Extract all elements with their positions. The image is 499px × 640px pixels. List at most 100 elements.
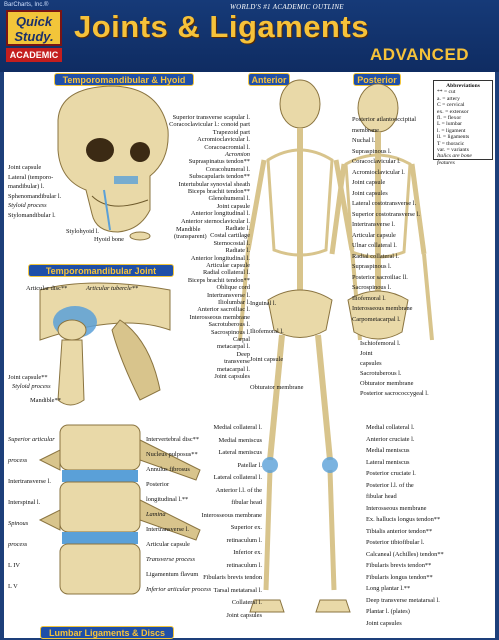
anatomy-label: Acromioclavicular l. [197,136,250,144]
anatomy-label: Coracoclavicular l.: conoid part [169,121,250,129]
anatomy-label: Inferior articular process [146,586,212,593]
anatomy-label: Intertransverse l. [8,478,51,485]
anatomy-label: Medial meniscus [218,436,262,444]
anatomy-label: L V [8,583,18,590]
anatomy-label: Articular capsule [146,541,190,548]
anatomy-label: Plantar l. (plates) [366,608,410,615]
anatomy-label: Ligamentum flavum [146,571,199,578]
anatomy-label: retinaculum l. [226,536,263,544]
anatomy-label: Hyoid bone [94,236,124,243]
anatomy-label: Calcaneal (Achilles) tendon** [366,550,444,558]
anatomy-label: Lamina [146,511,166,518]
abbreviation-item: L = lumbar [437,121,463,128]
anatomy-label: fibular head [366,493,397,500]
anatomy-label: Anterior l.l. of the [215,486,262,494]
abbreviations-note: Italics are bone features [437,153,472,166]
abbreviation-item: a. = artery [437,95,460,102]
header: BarCharts, Inc.® Quick Study. ACADEMIC W… [0,0,499,72]
anatomy-label: Radiate l. [225,247,251,255]
abbreviation-item: fl. = flexor [437,115,462,122]
anatomy-label: Anterior sacroiliac l. [197,306,250,314]
anatomy-label: Long plantar l.** [366,585,411,592]
anatomy-label: Intertransverse l. [146,526,189,533]
anatomy-label: Mandible [176,226,201,233]
anatomy-label: Joint capsule** [8,374,48,381]
anatomy-label: Superior costotransverse l. [352,210,420,218]
anatomy-label: Joint capsules [214,373,250,380]
anatomy-label: Interosseous membrane [201,511,262,519]
anatomy-label: Joint capsule [8,164,42,171]
anatomy-label: transverse [224,358,250,366]
anatomy-label: Collateral l. [231,599,262,606]
anatomy-label: Ischiofemoral l. [360,340,401,347]
anatomy-label: Carpal [232,336,250,343]
anatomy-label: Fibularis brevis tendon** [366,562,432,569]
abbreviation-item: ll. = ligaments [437,134,470,141]
anatomy-label: Iliofemoral l. [250,328,284,335]
anatomy-label: Articular capsule [206,262,250,269]
anatomy-label: Supraspinous l. [352,263,392,270]
page-subtitle: ADVANCED [370,45,470,64]
logo-quickstudy: Quick Study. [6,10,62,46]
anatomy-label: Articular disc** [26,285,68,292]
anatomy-label: Oblique cord [216,284,250,292]
anatomy-label: Sacrospinous l. [210,328,250,336]
abbreviation-item: l. = ligament [437,127,466,134]
anatomy-label: Intervertebral disc** [146,436,200,443]
anatomy-label: Joint [360,350,373,357]
anatomy-label: Intertransverse l. [352,221,395,228]
anatomy-label: Inguinal l. [250,300,277,307]
anatomy-label: Interosseous membrane [366,504,427,512]
anatomy-label: Radiate l. [225,225,251,232]
tmj-illustration [39,282,171,406]
anatomy-label: Subscapularis tendon** [189,173,250,181]
anatomy-label: Stylohyoid l. [66,228,100,235]
anatomy-label: Lateral collateral l. [213,474,262,481]
anatomy-label: Acromion [225,151,250,158]
anterior-skeleton [238,79,362,613]
page-title: Joints & Ligaments [74,9,369,44]
anatomy-label: Joint capsules [226,611,262,619]
anatomy-label: Fibularis longus tendon** [366,573,433,581]
posterior-skeleton [329,83,434,341]
anatomy-label: Sternocostal l. [213,239,250,247]
anatomy-label: Anterior sternoclavicular l. [180,217,250,225]
anatomy-label: Joint capsule [216,202,250,210]
anatomy-label: Posterior sacroiliac ll. [352,273,408,281]
anatomy-label: Medial meniscus [366,447,410,454]
anatomy-label: Joint capsules [366,619,402,627]
abbreviation-item: T = thoracic [437,140,465,147]
anatomy-label: Anterior cruciate l. [366,435,415,443]
anatomy-label: Tibialis anterior tendon** [366,527,433,535]
publisher: BarCharts, Inc.® [4,2,49,8]
anatomy-label: Mandible** [30,397,61,404]
section-lumbar: Lumbar Ligaments & Discs [40,626,174,639]
anatomy-label: Obturator membrane [250,384,304,391]
anatomy-label: Coracoacromial l. [204,143,250,151]
anatomy-label: Medial collateral l. [366,424,415,431]
abbreviation-item: var. = variants [437,147,469,154]
anatomy-label: Ulnar collateral l. [352,242,397,249]
anatomy-label: (transparent) [174,233,207,240]
anatomy-label: Sacrotuberous l. [360,370,402,377]
anatomy-label: Superior transverse scapular l. [172,114,250,121]
anatomy-label: process [8,457,28,464]
section-tmj: Temporomandibular Joint [28,264,174,277]
anatomy-label: Fibularis brevis tendon [203,574,262,581]
logo-academic: ACADEMIC [6,48,62,62]
anatomy-label: Anterior longitudinal l. [190,210,250,218]
abbreviations-title: Abbreviations [446,83,480,89]
anatomy-label: Posterior sacrococcygeal l. [360,390,429,397]
anatomy-label: metacarpal l. [217,365,250,373]
tagline: WORLD'S #1 ACADEMIC OUTLINE [230,3,344,11]
lumbar-illustration [38,424,201,595]
anatomy-label: Spinous [8,520,29,527]
anatomy-label: mandibular) l. [8,183,45,190]
anatomy-label: Deep transverse metatarsal l. [366,596,440,604]
anatomy-label: Articular capsule [352,231,396,239]
anatomy-label: fibular head [231,499,262,506]
anatomy-label: Lateral (temporo- [8,173,54,181]
anatomy-label: Sacrospinous l. [352,284,392,291]
